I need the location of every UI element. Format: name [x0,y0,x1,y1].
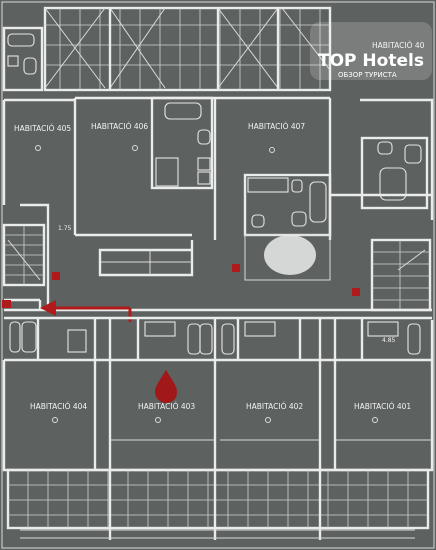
dimension-label: 1.75 [58,225,72,232]
room-label-402: HABITACIÓ 402 [246,402,303,411]
room-symbols [35,145,378,423]
exit-arrow [2,264,360,322]
lower-bathrooms [4,316,432,470]
stairwell-right [370,238,432,312]
room-label-40x: HABITACIÓ 40 [372,41,425,50]
dimension-label: 4.85 [382,337,396,344]
bathroom-407 [243,173,332,237]
bathroom-top-left [2,26,44,92]
watermark-brand: TOP Hotels [318,51,424,71]
top-balconies [43,6,332,92]
room-label-405: HABITACIÓ 405 [14,124,71,133]
lobby [244,234,331,281]
room-label-403: HABITACIÓ 403 [138,402,195,411]
tophotels-watermark: TOP Hotels ОБЗОР ТУРИСТА [310,22,432,80]
bottom-balconies [6,468,430,540]
watermark-tagline: ОБЗОР ТУРИСТА [338,71,397,79]
room-label-407: HABITACIÓ 407 [248,122,305,131]
you-are-here-marker [155,370,177,403]
stairwell-left [2,223,46,287]
room-label-401: HABITACIÓ 401 [354,402,411,411]
bathroom-406 [150,96,214,190]
room-label-404: HABITACIÓ 404 [30,402,87,411]
room-label-406: HABITACIÓ 406 [91,122,148,131]
bathroom-top-right [360,136,429,210]
